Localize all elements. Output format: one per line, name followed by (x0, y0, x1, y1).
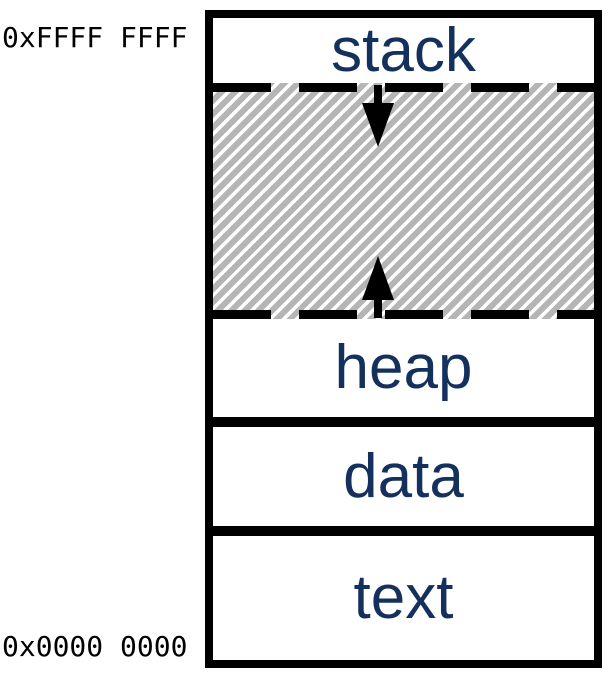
data-text-divider (213, 526, 594, 536)
segment-heap: heap (213, 319, 594, 417)
memory-box: stack heap data text (205, 10, 602, 668)
stack-boundary-dashed-line (213, 83, 594, 92)
segment-stack: stack (213, 18, 594, 83)
segment-stack-label: stack (331, 15, 476, 85)
segment-heap-label: heap (334, 333, 473, 402)
stack-growth-down-arrow-icon (362, 85, 394, 147)
segment-data-label: data (343, 441, 464, 511)
segment-text: text (213, 536, 594, 660)
address-label-bottom: 0x0000 0000 (2, 630, 188, 663)
segment-text-label: text (353, 563, 454, 632)
address-label-top: 0xFFFF FFFF (2, 21, 188, 54)
heap-data-divider (213, 417, 594, 427)
heap-boundary-dashed-line (213, 310, 594, 319)
segment-data: data (213, 427, 594, 526)
free-memory-region (213, 83, 594, 319)
heap-growth-up-arrow-icon (362, 256, 394, 318)
